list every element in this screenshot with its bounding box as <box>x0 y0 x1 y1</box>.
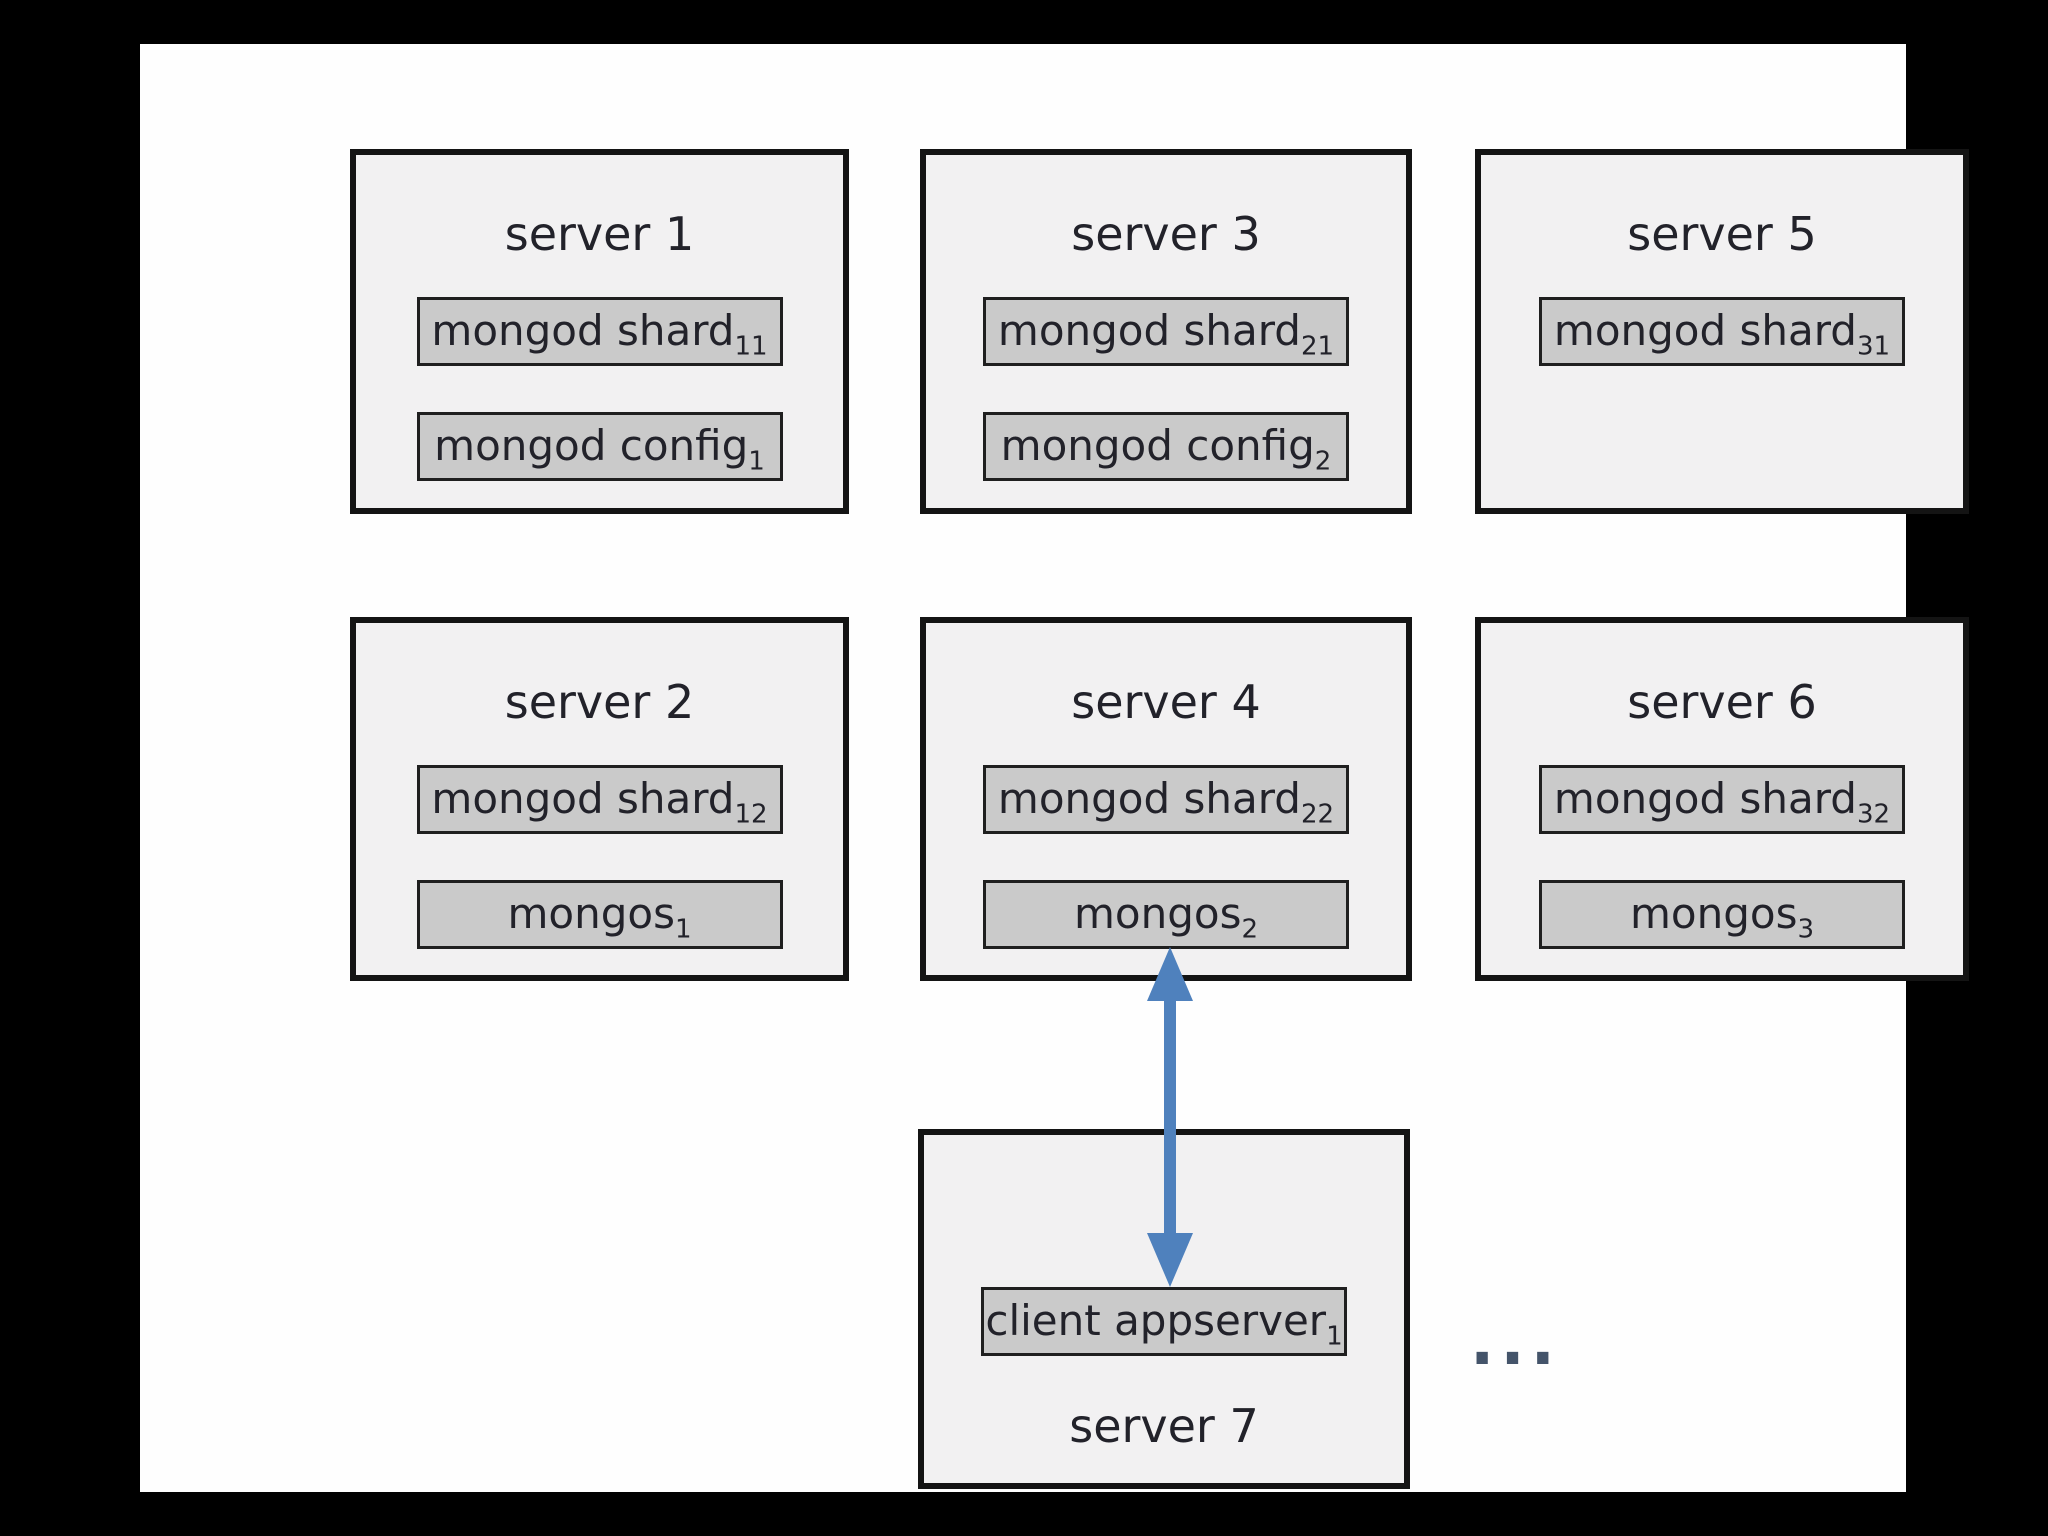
server-3-box: server 3 mongod shard21 mongod config2 <box>920 149 1412 514</box>
process-label: mongod shard <box>431 774 735 823</box>
server-4-label: server 4 <box>926 677 1406 728</box>
process-mongos-1: mongos1 <box>416 880 783 949</box>
process-mongod-shard-21: mongod shard21 <box>983 297 1349 366</box>
server-5-box: server 5 mongod shard31 <box>1475 149 1969 514</box>
server-1-label: server 1 <box>356 209 843 260</box>
server-2-box: server 2 mongod shard12 mongos1 <box>350 617 849 981</box>
server-5-label-text: server 5 <box>1627 207 1817 261</box>
server-1-label-text: server 1 <box>504 207 695 261</box>
process-client-appserver-1: client appserver1 <box>981 1287 1347 1356</box>
server-2-label-text: server 2 <box>504 675 695 729</box>
process-mongod-shard-31: mongod shard31 <box>1539 297 1905 366</box>
process-mongod-shard-11: mongod shard11 <box>416 297 783 366</box>
server-6-label-text: server 6 <box>1627 675 1817 729</box>
process-subscript: 11 <box>734 331 768 362</box>
process-label: mongos <box>507 889 675 938</box>
server-4-label-text: server 4 <box>1071 675 1261 729</box>
process-subscript: 32 <box>1856 799 1891 830</box>
server-7-label-text: server 7 <box>1069 1399 1259 1453</box>
process-subscript: 22 <box>1300 799 1335 830</box>
process-subscript: 1 <box>674 914 692 945</box>
diagram-panel: server 1 mongod shard11 mongod config1 s… <box>140 44 1969 1492</box>
process-subscript: 12 <box>734 799 768 830</box>
server-5-label: server 5 <box>1481 209 1963 260</box>
process-mongos-2: mongos2 <box>983 880 1349 949</box>
process-subscript: 2 <box>1314 446 1332 477</box>
server-2-label: server 2 <box>356 677 843 728</box>
process-mongod-shard-32: mongod shard32 <box>1539 765 1905 834</box>
arrow-head-down-icon <box>1147 1233 1193 1287</box>
process-label: mongos <box>1073 889 1242 938</box>
ellipsis: ... <box>1470 1306 1561 1380</box>
process-subscript: 21 <box>1300 331 1335 362</box>
server-1-box: server 1 mongod shard11 mongod config1 <box>350 149 849 514</box>
process-mongos-3: mongos3 <box>1539 880 1905 949</box>
process-label: mongod config <box>1000 421 1315 470</box>
mongos2-to-appserver1-arrow <box>1164 992 1176 1240</box>
process-label: mongod shard <box>1553 306 1857 355</box>
process-subscript: 1 <box>748 446 765 477</box>
server-6-box: server 6 mongod shard32 mongos3 <box>1475 617 1969 981</box>
process-mongod-shard-12: mongod shard12 <box>416 765 783 834</box>
process-subscript: 31 <box>1856 331 1891 362</box>
process-label: mongod shard <box>997 774 1301 823</box>
process-label: mongod shard <box>997 306 1301 355</box>
server-7-label: server 7 <box>924 1401 1404 1452</box>
process-mongod-config-1: mongod config1 <box>416 412 783 481</box>
process-mongod-config-2: mongod config2 <box>983 412 1349 481</box>
process-subscript: 1 <box>1326 1321 1343 1352</box>
server-6-label: server 6 <box>1481 677 1963 728</box>
process-subscript: 2 <box>1241 914 1259 945</box>
server-4-box: server 4 mongod shard22 mongos2 <box>920 617 1412 981</box>
server-3-label-text: server 3 <box>1071 207 1261 261</box>
process-label: mongod shard <box>1553 774 1857 823</box>
process-subscript: 3 <box>1797 914 1815 945</box>
process-label: mongod shard <box>431 306 735 355</box>
server-3-label: server 3 <box>926 209 1406 260</box>
process-label: client appserver <box>985 1296 1327 1345</box>
process-label: mongod config <box>434 421 749 470</box>
process-mongod-shard-22: mongod shard22 <box>983 765 1349 834</box>
process-label: mongos <box>1629 889 1798 938</box>
